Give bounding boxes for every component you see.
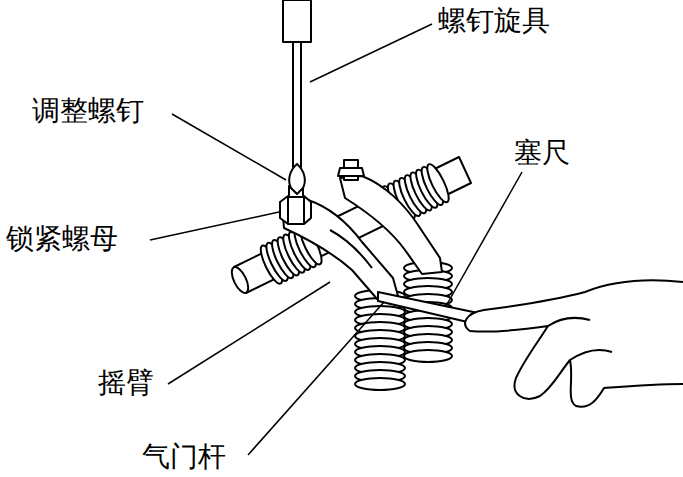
part-label: 塞尺 xyxy=(512,138,572,169)
screwdriver-shaft xyxy=(293,42,301,167)
lock-nut xyxy=(280,196,311,224)
leader-line xyxy=(150,212,279,240)
leader-line xyxy=(172,114,286,180)
hand-finger-line xyxy=(548,318,590,326)
leader-line xyxy=(446,172,522,306)
part-label: 调整螺钉 xyxy=(30,96,146,127)
spring-coil xyxy=(423,162,452,205)
shaft-end xyxy=(228,265,251,295)
spring-coil xyxy=(404,350,452,362)
rocker-shaft xyxy=(234,157,471,293)
part-label: 螺钉旋具 xyxy=(436,6,552,37)
lock-nut xyxy=(338,168,364,176)
hand xyxy=(465,280,683,406)
leader-line xyxy=(168,282,330,384)
lock-nut-edge xyxy=(303,196,305,224)
part-label: 锁紧螺母 xyxy=(4,224,120,255)
rocker-rib xyxy=(330,230,372,268)
spring-coil xyxy=(355,378,405,390)
screwdriver-tip xyxy=(289,164,305,194)
lock-nut-edge xyxy=(287,196,289,224)
leader-line xyxy=(248,302,384,455)
leader-line xyxy=(310,24,432,82)
part-label: 气门杆 xyxy=(140,442,228,473)
screwdriver-handle xyxy=(283,0,311,42)
feeler-gauge xyxy=(378,292,478,324)
part-label: 摇臂 xyxy=(96,368,156,399)
hand-finger-line xyxy=(570,350,612,360)
